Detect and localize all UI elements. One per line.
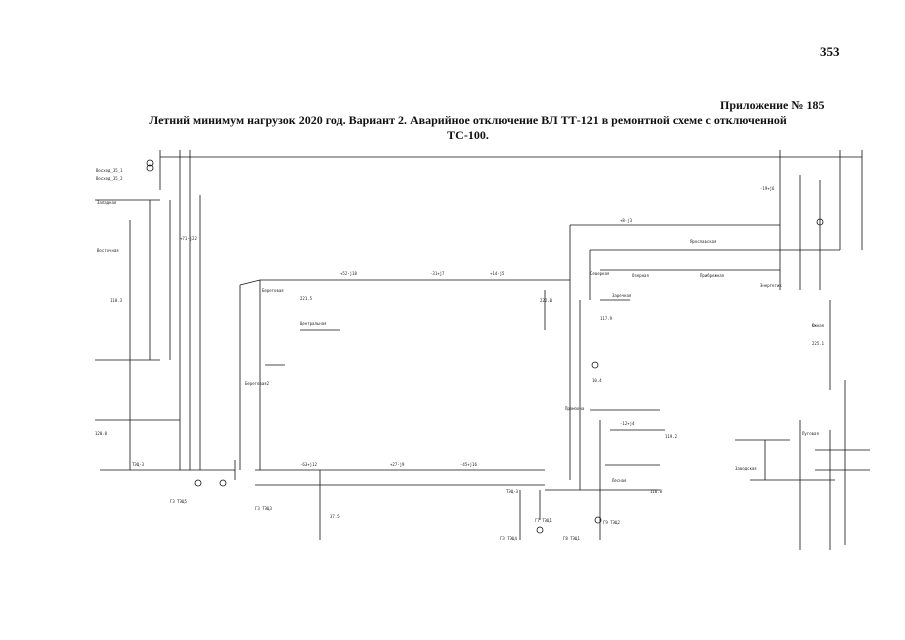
flow-label-5: +27-j9: [390, 462, 405, 467]
sub-label-14: Заводская: [735, 466, 757, 471]
label-gen-right4: Г9 ТЭЦ2: [603, 520, 620, 525]
flow-label-3: +14-j5: [490, 271, 505, 276]
sub-label-10: Озерная: [632, 273, 649, 278]
sub-label-11: Прибрежная: [700, 273, 724, 278]
label-top-left2: Восход_35_2: [96, 176, 123, 181]
label-gen-right2: Г7 ТЭЦ1: [535, 518, 552, 523]
voltage-label-1: 221.5: [300, 296, 313, 301]
title-line-1: Летний минимум нагрузок 2020 год. Вариан…: [149, 113, 787, 127]
voltage-label-4: 117.9: [600, 316, 613, 321]
flow-label-10: -12+j4: [620, 421, 635, 426]
label-right-bus: ТЭЦ-3: [506, 489, 519, 494]
voltage-label-6: 37.5: [330, 514, 340, 519]
label-left-bus: ТЭЦ-3: [132, 462, 145, 467]
sub-label-15: Луговая: [802, 431, 819, 436]
flow-label-7: +8-j3: [620, 218, 633, 223]
flow-label-9: +71-j22: [180, 236, 197, 241]
sub-label-4: Центральная: [300, 321, 327, 326]
voltage-label-7: 10.4: [592, 378, 602, 383]
voltage-label-8: 225.1: [812, 341, 825, 346]
flow-label-1: +52-j18: [340, 271, 357, 276]
flow-label-8: -19+j6: [760, 186, 775, 191]
generator-symbols: [146, 159, 824, 534]
label-bus-gen3: ГЗ ТЭЦ5: [170, 499, 187, 504]
sub-label-8: Промзона: [565, 406, 585, 411]
appendix-label: Приложение № 185: [720, 98, 825, 112]
voltage-label-10: 120.0: [95, 431, 108, 436]
sub-label-6: Заречная: [612, 293, 631, 298]
page-title: Летний минимум нагрузок 2020 год. Вариан…: [118, 113, 818, 143]
sub-label-13: Энергетик: [760, 283, 782, 288]
label-bus-gen2: ГЗ ТЭЦ3: [255, 506, 272, 511]
sub-label-7: Ярославская: [690, 239, 717, 244]
flow-label-6: -45+j16: [460, 462, 477, 467]
flow-label-4: -63+j12: [300, 462, 317, 467]
label-gen-right3: Г8 ТЭЦ1: [563, 536, 580, 541]
sub-label-16: Лесная: [612, 478, 626, 483]
sub-label-12: Южная: [812, 323, 824, 328]
title-line-2: ТС-100.: [447, 128, 489, 142]
voltage-label-5: 119.2: [665, 434, 678, 439]
voltage-label-9: 116.8: [650, 489, 663, 494]
sub-label-1: Западная: [97, 200, 116, 205]
scheme-labels: Восход_35_1 Восход_35_2 ТЭЦ-3 ГЗ ТЭЦ5 ГЗ…: [95, 168, 825, 541]
scheme-lines: [95, 150, 870, 550]
sub-label-9: Береговая2: [245, 381, 270, 386]
voltage-label-2: 222.0: [540, 298, 553, 303]
sub-label-5: Северная: [590, 271, 609, 276]
voltage-label-3: 118.3: [110, 298, 123, 303]
flow-label-2: -31+j7: [430, 271, 445, 276]
sub-label-3: Береговая: [262, 288, 284, 293]
page-number: 353: [820, 44, 840, 59]
sub-label-2: Восточная: [97, 248, 119, 253]
label-gen-right1: ГЗ ТЭЦ4: [500, 536, 517, 541]
label-top-left: Восход_35_1: [96, 168, 123, 173]
